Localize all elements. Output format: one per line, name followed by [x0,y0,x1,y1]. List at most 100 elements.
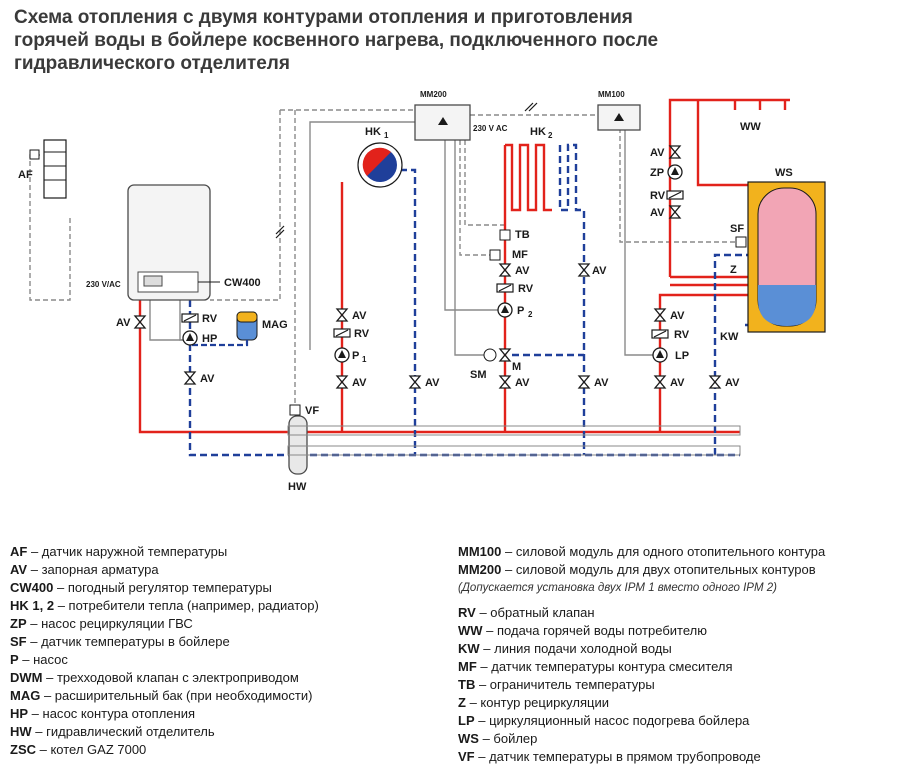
boiler-zsc: 230 V/AC CW400 [86,184,261,301]
svg-text:AV: AV [670,377,685,389]
legend-item: HP – насос контура отопления [10,705,319,723]
svg-text:AV: AV [515,265,530,277]
legend-text: – линия подачи холодной воды [479,641,672,656]
legend-code: HK 1, 2 [10,598,55,613]
mm200-voltage-label: 230 V AC [473,124,508,133]
legend-text: – подача горячей воды потребителю [482,623,707,638]
svg-text:RV: RV [202,313,218,325]
hk1-sub-label: 1 [384,131,389,140]
legend-code: MM200 [458,562,502,577]
title-line-1: Схема отопления с двумя контурами отопле… [14,7,633,28]
legend-text: – насос контура отопления [28,706,195,721]
legend-text: – трехходовой клапан с электроприводом [42,670,299,685]
svg-text:P: P [517,305,524,317]
hw-label: HW [288,481,307,493]
svg-text:RV: RV [650,190,666,202]
ws-label: WS [775,167,793,179]
svg-text:AV: AV [116,317,131,329]
legend-note-wrap: (Допускается установка двух IPM 1 вместо… [458,578,777,596]
legend-code: TB [458,677,476,692]
legend-text: – гидравлический отделитель [31,724,215,739]
svg-text:SM: SM [470,369,487,381]
legend-item: CW400 – погодный регулятор температуры [10,579,319,597]
control-wiring-solid [149,121,655,356]
page-title: Схема отопления с двумя контурами отопле… [14,6,894,75]
outdoor-sensor-af: AF [18,139,67,199]
svg-text:RV: RV [674,329,690,341]
hk1-label: HK [365,126,381,138]
legend-item: AV – запорная арматура [10,561,319,579]
legend-code: AV [10,562,28,577]
legend-item: ZSC – котел GAZ 7000 [10,741,319,759]
legend-text: – силовой модуль для двух отопительных к… [501,562,816,577]
legend-item: LP – циркуляционный насос подогрева бойл… [458,712,761,730]
legend-item: WW – подача горячей воды потребителю [458,622,761,640]
legend-code: RV [458,605,476,620]
legend-code: AF [10,544,28,559]
legend-text: – бойлер [478,731,538,746]
title-line-3: гидравлического отделителя [14,53,290,74]
legend-code: Z [458,695,466,710]
legend-text: – обратный клапан [475,605,595,620]
legend-code: WS [458,731,479,746]
legend-code: SF [10,634,27,649]
p2-pump-group: TB MF AV RV P 2 SM M AV AV AV [470,229,609,389]
legend-item: HW – гидравлический отделитель [10,723,319,741]
legend-code: KW [458,641,480,656]
legend-item: TB – ограничитель температуры [458,676,761,694]
legend-text: – контур рециркуляции [465,695,609,710]
legend-text: – погодный регулятор температуры [53,580,272,595]
hk2-label: HK [530,126,546,138]
legend-item: RV – обратный клапан [458,604,761,622]
legend-text: – запорная арматура [27,562,159,577]
legend-code: LP [458,713,475,728]
zp-pump-group: AV ZP RV AV [650,145,684,219]
hk2-sub-label: 2 [548,131,553,140]
legend-text: – датчик температуры контура смесителя [476,659,733,674]
legend-item: DWM – трехходовой клапан с электропривод… [10,669,319,687]
svg-text:2: 2 [528,310,533,319]
svg-text:AV: AV [725,377,740,389]
svg-text:AV: AV [352,377,367,389]
legend-code: ZP [10,616,27,631]
svg-text:RV: RV [518,283,534,295]
legend-item: MAG – расширительный бак (при необходимо… [10,687,319,705]
legend-item: MM200 – силовой модуль для двух отопител… [458,561,825,579]
av-valve-boiler: AV [116,315,146,329]
svg-text:LP: LP [675,350,689,362]
expansion-tank-mag: MAG [190,311,288,347]
legend-code: MF [458,659,477,674]
legend-text: – ограничитель температуры [475,677,655,692]
legend-item: WS – бойлер [458,730,761,748]
heating-scheme-diagram: HW VF AF 230 V/AC CW400 MM200 230 V AC M… [18,90,826,493]
svg-text:1: 1 [362,355,367,364]
legend-item: MM100 – силовой модуль для одного отопит… [458,543,825,561]
heat-consumer-hk1: HK 1 [357,126,403,188]
legend-code: ZSC [10,742,36,757]
control-wiring [29,109,740,405]
svg-text:AV: AV [515,377,530,389]
mm100-label: MM100 [598,90,625,99]
legend-item: HK 1, 2 – потребители тепла (например, р… [10,597,319,615]
svg-text:M: M [512,361,521,373]
legend-text: – датчик температуры в бойлере [26,634,230,649]
legend-text: – датчик температуры в прямом трубопрово… [474,749,761,764]
legend-code: DWM [10,670,43,685]
storage-tank-ws: WS Z KW WW SF [720,121,826,343]
legend-item: VF – датчик температуры в прямом трубопр… [458,748,761,766]
hydraulic-separator: HW VF [287,404,741,493]
svg-text:AV: AV [650,207,665,219]
svg-text:AV: AV [650,147,665,159]
legend-item: MF – датчик температуры контура смесител… [458,658,761,676]
svg-text:AV: AV [352,310,367,322]
legend-item: Z – контур рециркуляции [458,694,761,712]
svg-text:AV: AV [670,310,685,322]
svg-text:AV: AV [200,373,215,385]
legend-item: SF – датчик температуры в бойлере [10,633,319,651]
legend-note: (Допускается установка двух IPM 1 вместо… [458,582,777,594]
boiler-voltage-label: 230 V/AC [86,280,121,289]
svg-text:RV: RV [354,328,370,340]
legend-code: HP [10,706,29,721]
af-label: AF [18,169,33,181]
